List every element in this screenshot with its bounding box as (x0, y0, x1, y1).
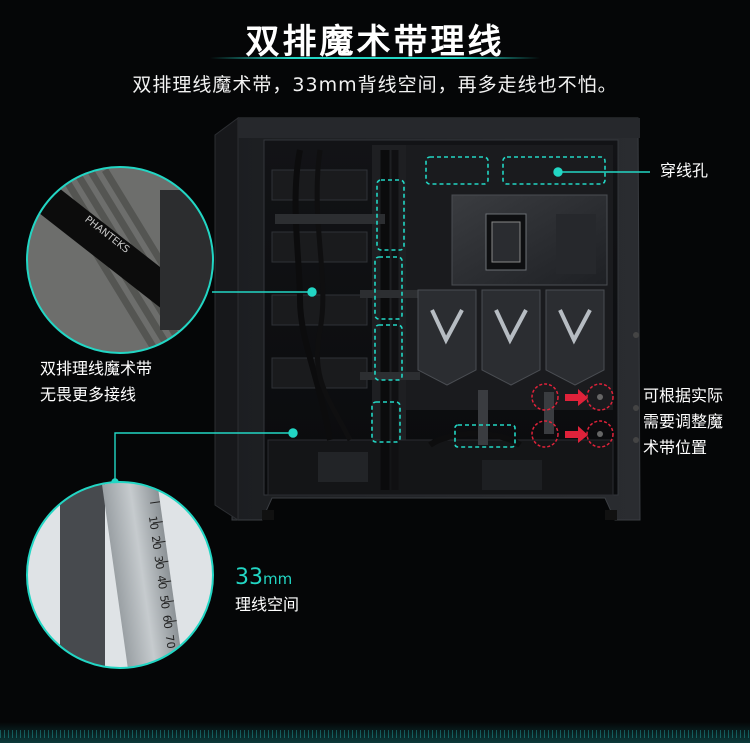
highlight-hole-left (425, 156, 489, 185)
callout-strap: 双排理线魔术带 无畏更多接线 (40, 356, 152, 408)
ruler-tick-label: 30 (152, 555, 167, 571)
space-unit: mm (263, 570, 293, 588)
callout-adjust-line: 术带位置 (643, 438, 708, 457)
highlight-strap-3 (374, 324, 403, 381)
callout-hole: 穿线孔 (660, 161, 709, 180)
ruler-tick-label: 20 (149, 535, 164, 551)
callout-strap-line: 双排理线魔术带 (40, 359, 153, 378)
gpu-shields (417, 289, 605, 386)
highlight-strap-5 (454, 424, 516, 448)
highlight-strap-1 (376, 179, 405, 251)
highlight-strap-4 (371, 401, 401, 443)
ruler-tick-label: 40 (154, 574, 169, 590)
arrow-right-icon (565, 426, 588, 443)
zoom-circle-ruler: 10 20 30 40 50 60 70 (26, 481, 214, 669)
ruler-tick-label: 50 (157, 594, 172, 610)
ruler-tick-label: 70 (163, 634, 178, 650)
bottom-decor-lines (0, 730, 750, 738)
callout-strap-line: 无畏更多接线 (40, 385, 137, 404)
adjustment-markers (531, 383, 614, 448)
ruler-tick-label: 60 (160, 614, 175, 630)
space-value: 33 (235, 565, 263, 590)
callout-adjust-line: 需要调整魔 (643, 412, 724, 431)
pc-case (214, 117, 641, 521)
title-underline (210, 57, 540, 59)
arrow-right-icon (565, 389, 588, 406)
page-title: 双排魔术带理线 (245, 22, 505, 62)
space-label: 理线空间 (235, 595, 300, 614)
callout-adjust: 可根据实际 需要调整魔 术带位置 (643, 383, 723, 461)
callout-adjust-line: 可根据实际 (643, 386, 724, 405)
page-subtitle: 双排理线魔术带，33mm背线空间，再多走线也不怕。 (132, 74, 618, 96)
highlight-strap-2 (374, 256, 403, 320)
highlight-hole-right (502, 156, 606, 185)
space-measure: 33mm (235, 565, 292, 590)
ruler-tick-label: 10 (146, 515, 161, 531)
zoom-circle-strap: PHANTEKS (26, 166, 214, 354)
bottom-glow (0, 722, 750, 743)
